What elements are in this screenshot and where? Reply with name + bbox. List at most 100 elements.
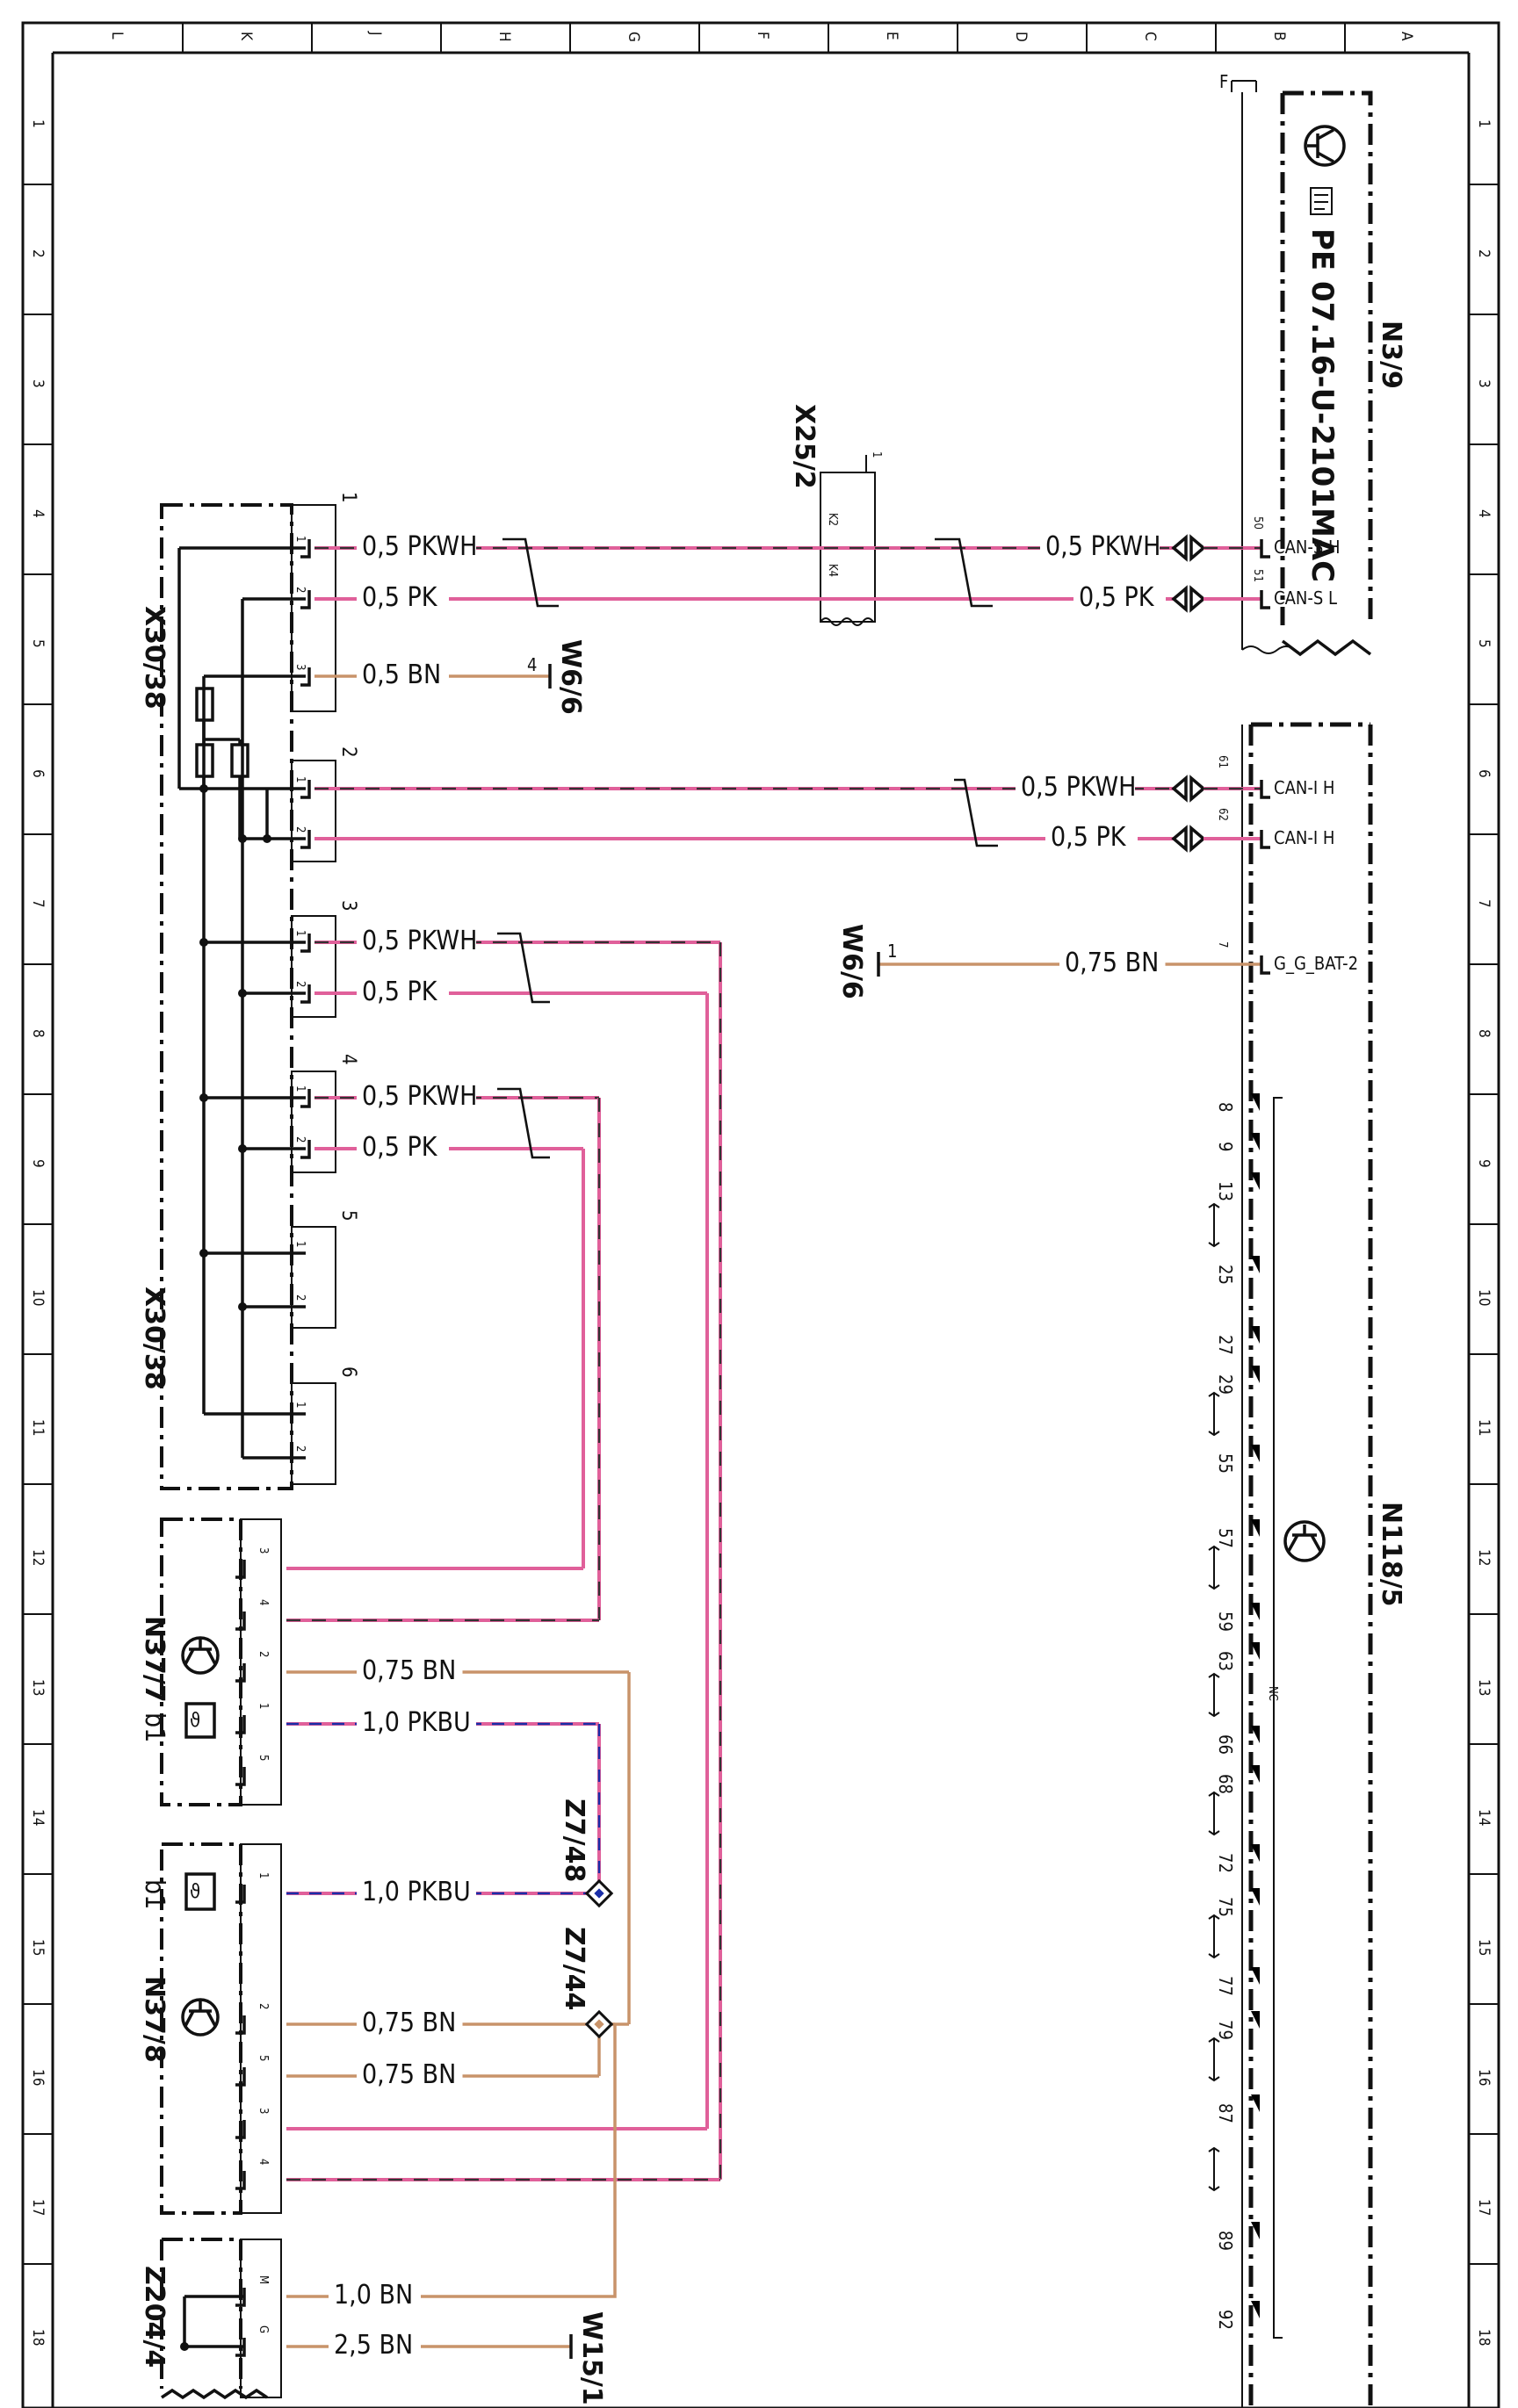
n118-pin-stub-55 bbox=[1251, 1445, 1260, 1462]
n118-pin-stub-92 bbox=[1251, 2301, 1260, 2318]
n118-pin-55: 55 bbox=[1215, 1453, 1236, 1474]
grid-col-c: C bbox=[1141, 32, 1159, 41]
wire-label-bg-z204_m bbox=[329, 2284, 421, 2309]
grid-row-left-16: 16 bbox=[29, 2069, 47, 2086]
wire-label-bg-n377_1 bbox=[357, 1712, 476, 1736]
wire-label-bg-gbat bbox=[1059, 952, 1166, 977]
pin-n37-8-5: 5 bbox=[257, 2055, 270, 2061]
n118-pin-stub-25 bbox=[1251, 1256, 1260, 1273]
sensor-symbol-b: ϑ bbox=[190, 1881, 200, 1903]
pin-n37-8-4: 4 bbox=[257, 2159, 270, 2165]
w15-1-id-label: W15/1 bbox=[576, 2311, 607, 2405]
grid-col-k: K bbox=[237, 32, 255, 41]
x30-38-subgroup-boxes bbox=[291, 504, 336, 1485]
wire-label-bg-g3_1 bbox=[357, 930, 476, 955]
side-grid-ticks bbox=[23, 184, 1499, 2265]
w6-6-b-id-label: W6/6 bbox=[836, 924, 867, 999]
wire-label-bg-right_1 bbox=[1040, 536, 1160, 560]
grid-row-right-6: 6 bbox=[1475, 769, 1493, 778]
n118-range-arrow-7 bbox=[1208, 2146, 1220, 2192]
pin-n3-9-50: 50 bbox=[1251, 516, 1264, 530]
wire-label-n378-2: 0,75 BN bbox=[362, 2008, 456, 2038]
stub-n37-7-5 bbox=[235, 1767, 246, 1786]
wire-label-n378-1: 1,0 PKBU bbox=[362, 1877, 471, 1907]
pin-n118-5-7: 7 bbox=[1216, 941, 1229, 948]
n118-pin-89: 89 bbox=[1215, 2231, 1236, 2251]
n37-7-component: ϑ N37/7 b1 bbox=[139, 1518, 282, 1806]
grid-row-left-7: 7 bbox=[29, 899, 47, 908]
grid-row-left-6: 6 bbox=[29, 769, 47, 778]
n118-range-arrow-1 bbox=[1208, 1391, 1220, 1437]
pin-n118-5-61: 61 bbox=[1216, 755, 1229, 768]
grid-row-right-7: 7 bbox=[1475, 899, 1493, 908]
grid-row-left-4: 4 bbox=[29, 509, 47, 518]
wire-label-bg-mid_1 bbox=[1016, 776, 1135, 801]
x30-38-top-id-label: X30/38 bbox=[139, 606, 170, 710]
grid-row-right-11: 11 bbox=[1475, 1419, 1493, 1436]
n3-9-corner-label: F bbox=[1219, 71, 1228, 92]
grid-row-left-18: 18 bbox=[29, 2329, 47, 2346]
z7-44-id-label: Z7/44 bbox=[559, 1927, 589, 2010]
z7-48-splice: Z7/48 bbox=[559, 1799, 614, 1908]
x30-subpin-6: 2 bbox=[293, 981, 307, 987]
n118-5-component: N118/5 NC 891325272955575963666872757779… bbox=[1208, 722, 1406, 2408]
n118-pin-stub-75 bbox=[1251, 1888, 1260, 1906]
wire-label-bg-n378_1 bbox=[357, 1881, 476, 1906]
top-grid-ticks bbox=[182, 23, 1346, 53]
grid-row-right-17: 17 bbox=[1475, 2199, 1493, 2216]
stub-n37-8-3 bbox=[235, 2120, 246, 2139]
grid-row-right-18: 18 bbox=[1475, 2329, 1493, 2346]
x30-subpin-9: 1 bbox=[293, 1241, 307, 1247]
x30-subpin-4: 2 bbox=[293, 826, 307, 833]
z204-4-id-label: Z204/4 bbox=[139, 2266, 170, 2368]
pin-can-i-h-1: CAN-I H bbox=[1274, 777, 1334, 798]
x30-subpin-10: 2 bbox=[293, 1294, 307, 1301]
w6-6-pin-1: 1 bbox=[887, 941, 897, 962]
grid-row-left-10: 10 bbox=[29, 1289, 47, 1306]
n118-pin-stub-66 bbox=[1251, 1726, 1260, 1743]
grid-col-g: G bbox=[625, 32, 642, 42]
wire-label-g4-2: 0,5 PK bbox=[362, 1132, 438, 1163]
wire-label-bg-top_2 bbox=[357, 587, 449, 611]
pin-n37-7-1: 1 bbox=[257, 1703, 270, 1709]
stub-n37-8-2 bbox=[235, 2015, 246, 2035]
n118-pin-stub-59 bbox=[1251, 1603, 1260, 1620]
stub-x30-955 bbox=[300, 830, 311, 849]
n37-7-sub-label: b1 bbox=[139, 1712, 170, 1742]
x30-38-bottom-id-label: X30/38 bbox=[139, 1287, 170, 1390]
stub-n37-7-4 bbox=[235, 1611, 246, 1631]
wire-label-mid-1: 0,5 PKWH bbox=[1021, 772, 1136, 803]
grid-row-left-5: 5 bbox=[29, 639, 47, 648]
wire-label-bg-g4_2 bbox=[357, 1136, 449, 1161]
stub-x30-1308 bbox=[300, 1140, 311, 1159]
stub-x30-682 bbox=[300, 590, 311, 609]
x30-subpin-8: 2 bbox=[293, 1136, 307, 1143]
x25-2-k4-label: K4 bbox=[826, 564, 839, 577]
n118-pin-25: 25 bbox=[1215, 1265, 1236, 1285]
outer-frame bbox=[21, 21, 1500, 2408]
n118-pin-stub-9 bbox=[1251, 1133, 1260, 1150]
z7-48-id-label: Z7/48 bbox=[559, 1799, 589, 1882]
grid-row-left-15: 15 bbox=[29, 1939, 47, 1956]
grid-col-d: D bbox=[1012, 32, 1030, 42]
stub-z204-G bbox=[235, 2338, 246, 2357]
grid-row-left-2: 2 bbox=[29, 249, 47, 258]
grid-row-right-10: 10 bbox=[1475, 1289, 1493, 1306]
grid-col-a: A bbox=[1398, 32, 1415, 41]
pin-n37-7-2: 2 bbox=[257, 1651, 270, 1657]
pin-z204-G: G bbox=[257, 2325, 270, 2333]
n118-pin-stub-89 bbox=[1251, 2222, 1260, 2239]
n118-5-ecu-icon bbox=[1283, 1520, 1326, 1562]
n118-pin-stub-87 bbox=[1251, 2094, 1260, 2112]
n118-pin-stub-68 bbox=[1251, 1765, 1260, 1783]
stub-n37-7-1 bbox=[235, 1715, 246, 1734]
pin-n37-7-3: 3 bbox=[257, 1547, 270, 1554]
wire-label-bg-g3_2 bbox=[357, 981, 449, 1006]
grid-col-e: E bbox=[883, 32, 900, 40]
z204-4-component: Z204/4 bbox=[139, 2238, 282, 2400]
n118-range-arrow-0 bbox=[1208, 1202, 1220, 1248]
pin-n37-8-2: 2 bbox=[257, 2003, 270, 2009]
x30-subpin-11: 1 bbox=[293, 1402, 307, 1408]
stub-n37-8-5 bbox=[235, 2067, 246, 2087]
n37-8-sensor-icon bbox=[184, 1872, 216, 1911]
